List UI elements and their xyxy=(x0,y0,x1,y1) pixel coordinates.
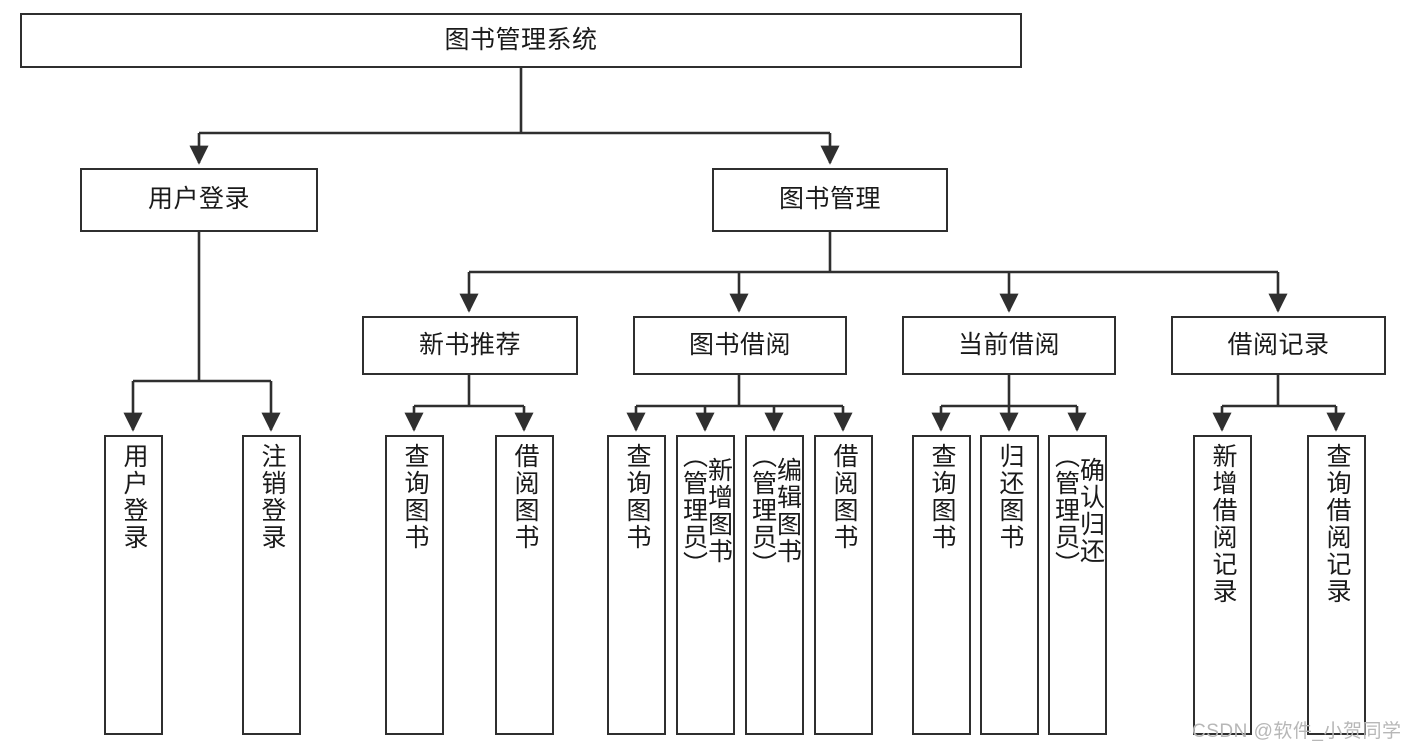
leaf-user-login[interactable]: 用户登录 xyxy=(104,435,163,735)
node-label: 归还图书 xyxy=(996,443,1024,551)
node-root-book-management-system[interactable]: 图书管理系统 xyxy=(20,13,1022,68)
node-current-borrowing[interactable]: 当前借阅 xyxy=(902,316,1116,375)
node-label: 图书管理系统 xyxy=(444,25,598,54)
node-new-book-recommendation[interactable]: 新书推荐 xyxy=(362,316,578,375)
node-label: 用户登录 xyxy=(120,443,148,551)
node-label: 查询图书 xyxy=(401,443,429,551)
node-label: 借阅图书 xyxy=(511,443,539,551)
leaf-query-book-new-rec[interactable]: 查询图书 xyxy=(385,435,444,735)
leaf-logout[interactable]: 注销登录 xyxy=(242,435,301,735)
leaf-borrow-book-new-rec[interactable]: 借阅图书 xyxy=(495,435,554,735)
node-label: 编辑图书 （管理员） xyxy=(748,443,802,578)
leaf-query-book-current[interactable]: 查询图书 xyxy=(912,435,971,735)
leaf-return-book[interactable]: 归还图书 xyxy=(980,435,1039,735)
node-label: 图书管理 xyxy=(778,185,881,214)
leaf-edit-book-admin[interactable]: 编辑图书 （管理员） xyxy=(745,435,804,735)
leaf-add-book-admin[interactable]: 新增图书 （管理员） xyxy=(676,435,735,735)
node-label: 当前借阅 xyxy=(957,330,1060,359)
node-label: 借阅图书 xyxy=(830,443,858,551)
node-book-borrowing[interactable]: 图书借阅 xyxy=(633,316,847,375)
node-label: 借阅记录 xyxy=(1227,330,1330,359)
node-label: 查询图书 xyxy=(623,443,651,551)
node-label: 用户登录 xyxy=(147,185,250,214)
node-label: 注销登录 xyxy=(258,443,286,551)
watermark-csdn: CSDN @软件_小贺同学 xyxy=(1192,721,1402,742)
node-label: 查询图书 xyxy=(928,443,956,551)
node-label: 图书借阅 xyxy=(688,330,791,359)
node-borrowing-records[interactable]: 借阅记录 xyxy=(1171,316,1386,375)
node-label: 新增图书 （管理员） xyxy=(679,443,733,578)
node-user-login[interactable]: 用户登录 xyxy=(80,168,318,232)
leaf-add-borrow-record[interactable]: 新增借阅记录 xyxy=(1193,435,1252,735)
node-label: 确认归还 （管理员） xyxy=(1051,443,1105,578)
leaf-query-borrow-record[interactable]: 查询借阅记录 xyxy=(1307,435,1366,735)
leaf-query-book-borrow[interactable]: 查询图书 xyxy=(607,435,666,735)
node-label: 新增借阅记录 xyxy=(1209,443,1237,605)
node-label: 新书推荐 xyxy=(418,330,521,359)
leaf-confirm-return-admin[interactable]: 确认归还 （管理员） xyxy=(1048,435,1107,735)
leaf-borrow-book[interactable]: 借阅图书 xyxy=(814,435,873,735)
node-label: 查询借阅记录 xyxy=(1323,443,1351,605)
node-book-management[interactable]: 图书管理 xyxy=(712,168,948,232)
